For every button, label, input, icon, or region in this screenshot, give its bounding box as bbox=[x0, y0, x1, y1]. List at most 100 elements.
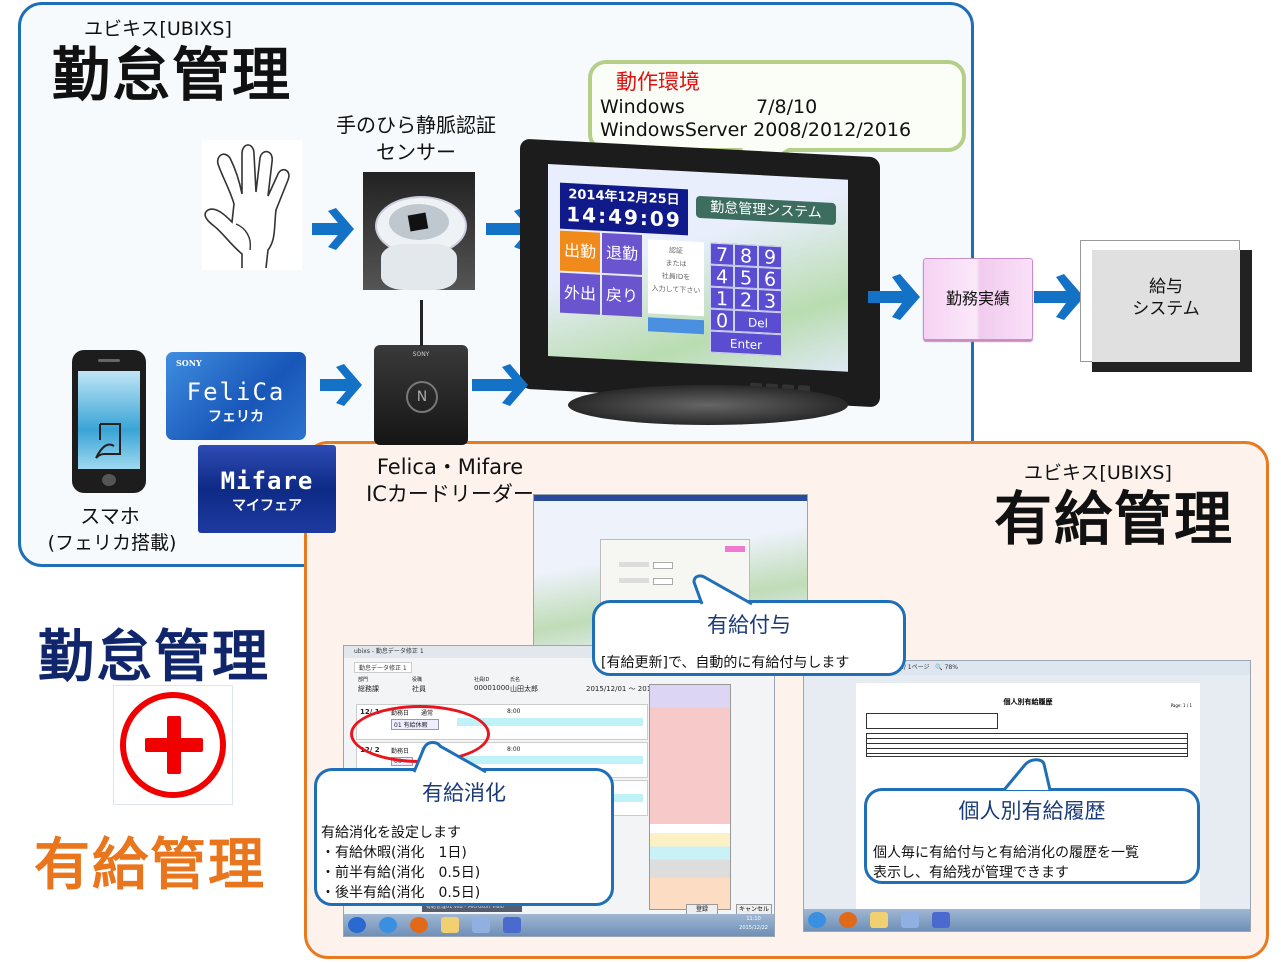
report-page-indicator: 1/ 1ページ bbox=[900, 664, 930, 671]
keypad-key-7[interactable]: 7 bbox=[710, 242, 734, 266]
visio-icon[interactable] bbox=[932, 912, 951, 928]
keypad-key-del[interactable]: Del bbox=[734, 309, 782, 335]
firefox-icon[interactable] bbox=[410, 917, 429, 933]
felica-kana: フェリカ bbox=[208, 409, 264, 425]
grant-update-button[interactable] bbox=[725, 546, 745, 552]
period-value: 2015/12/01 ～ 2015/12/31 bbox=[586, 685, 679, 693]
reader-cable bbox=[420, 300, 423, 346]
go-out-button[interactable]: 外出 bbox=[560, 272, 600, 315]
history-callout: 個人別有給履歴 個人毎に有給付与と有給消化の履歴を一覧 表示し、有給残が管理でき… bbox=[864, 788, 1200, 884]
reader-label-line2: ICカードリーダー bbox=[366, 482, 534, 506]
position-value: 社員 bbox=[412, 685, 426, 693]
return-button[interactable]: 戻り bbox=[602, 274, 642, 317]
report-toolbar: 1/ 1ページ 🔍 78% bbox=[804, 661, 1250, 675]
row-planned-hours: 8:00 bbox=[507, 708, 521, 715]
arrow-icon bbox=[1034, 274, 1084, 320]
row-planned-hours: 8:00 bbox=[507, 746, 521, 753]
palm-vein-sensor-image bbox=[363, 172, 475, 290]
reader-brand: SONY bbox=[412, 351, 430, 358]
history-callout-title: 個人別有給履歴 bbox=[958, 799, 1106, 823]
smartphone-icon bbox=[72, 350, 146, 493]
report-zoom-icon[interactable]: 🔍 bbox=[935, 664, 943, 671]
terminal-stand bbox=[568, 385, 848, 425]
window-titlebar bbox=[534, 495, 807, 501]
mifare-kana: マイフェア bbox=[232, 498, 302, 514]
nfc-icon: N bbox=[406, 381, 438, 413]
attendance-record-book: 勤務実績 bbox=[923, 258, 1033, 340]
app-icon[interactable] bbox=[901, 912, 920, 928]
dept-value: 総務課 bbox=[358, 685, 379, 693]
folder-icon[interactable] bbox=[870, 912, 889, 928]
arrow-icon bbox=[312, 208, 354, 250]
start-icon[interactable] bbox=[348, 917, 366, 933]
arrow-icon bbox=[472, 364, 528, 406]
keypad-key-2[interactable]: 2 bbox=[734, 287, 758, 312]
env-os: Windows bbox=[600, 96, 685, 118]
attendance-terminal: 2014年12月25日 14:49:09 勤怠管理システム 出勤 退勤 外出 戻… bbox=[520, 138, 880, 408]
keypad-key-1[interactable]: 1 bbox=[710, 286, 734, 310]
arrow-icon bbox=[320, 364, 362, 406]
consume-item: ・前半有給(消化 0.5日) bbox=[321, 865, 481, 881]
palm-sensor-label-line2: センサー bbox=[376, 140, 456, 164]
summary-table bbox=[649, 684, 731, 910]
consume-callout-text: 有給消化を設定します ・有給休暇(消化 1日) ・前半有給(消化 0.5日) ・… bbox=[321, 823, 480, 903]
name-label: 氏名 bbox=[510, 677, 521, 683]
dept-label: 部門 bbox=[358, 677, 369, 683]
palm-sensor-label: 手のひら静脈認証 センサー bbox=[316, 112, 516, 166]
kintai-subtitle: ユビキス[UBIXS] bbox=[84, 18, 232, 40]
felica-brand: SONY bbox=[176, 358, 202, 368]
ie-icon[interactable] bbox=[808, 912, 826, 928]
emp-id-value: 00001000 bbox=[474, 684, 510, 692]
data-edit-tab[interactable]: 勤怠データ修正 1 bbox=[354, 662, 412, 673]
keypad-key-enter[interactable]: Enter bbox=[710, 330, 782, 357]
report-zoom[interactable]: 78% bbox=[944, 664, 958, 671]
payroll-label-line2: システム bbox=[1132, 299, 1200, 319]
history-text-line1: 個人毎に有給付与と有給消化の履歴を一覧 bbox=[873, 845, 1139, 861]
clock-out-button[interactable]: 退勤 bbox=[602, 232, 642, 275]
folder-icon[interactable] bbox=[441, 917, 460, 933]
mifare-name: Mifare bbox=[220, 467, 314, 495]
visio-icon[interactable] bbox=[503, 917, 522, 933]
ie-icon[interactable] bbox=[379, 917, 398, 933]
keypad-key-6[interactable]: 6 bbox=[758, 267, 782, 291]
terminal-input-field[interactable] bbox=[648, 317, 704, 335]
clock-in-button[interactable]: 出勤 bbox=[560, 230, 600, 273]
name-value: 山田太郎 bbox=[510, 685, 538, 693]
taskbar-preview[interactable]: 有給管理01.vsd - Microsoft Visio bbox=[422, 902, 522, 912]
keypad-key-3[interactable]: 3 bbox=[758, 289, 782, 313]
row-time-fields[interactable] bbox=[457, 718, 643, 726]
grant-callout: 有給付与 [有給更新]で、自動的に有給付与します bbox=[592, 600, 906, 676]
attendance-record-label: 勤務実績 bbox=[945, 289, 1010, 308]
history-callout-text: 個人毎に有給付与と有給消化の履歴を一覧 表示し、有給残が管理できます bbox=[873, 843, 1139, 883]
keypad-key-9[interactable]: 9 bbox=[758, 245, 782, 269]
row-date: 12/ 1 bbox=[360, 708, 380, 716]
row-time-fields[interactable] bbox=[457, 756, 643, 764]
terminal-prompt: 認証 または 社員IDを 入力して下さい bbox=[648, 239, 704, 317]
keypad-key-8[interactable]: 8 bbox=[734, 243, 758, 268]
terminal-clock: 2014年12月25日 14:49:09 bbox=[560, 182, 688, 236]
env-versions: 2008/2012/2016 bbox=[753, 119, 912, 141]
palm-hand-icon bbox=[202, 140, 302, 270]
consume-callout: 有給消化 有給消化を設定します ・有給休暇(消化 1日) ・前半有給(消化 0.… bbox=[314, 768, 614, 906]
history-text-line2: 表示し、有給残が管理できます bbox=[873, 865, 1069, 881]
environment-heading: 動作環境 bbox=[616, 70, 700, 94]
payroll-label-line1: 給与 bbox=[1149, 277, 1183, 297]
keypad-key-0[interactable]: 0 bbox=[710, 308, 734, 332]
keypad-key-4[interactable]: 4 bbox=[710, 264, 734, 288]
report-page-info: Page: 1 / 1 bbox=[1170, 703, 1192, 708]
palm-sensor-label-line1: 手のひら静脈認証 bbox=[336, 113, 496, 137]
windows-taskbar bbox=[804, 909, 1250, 931]
ic-card-reader: SONY N bbox=[374, 345, 468, 445]
app-icon[interactable] bbox=[472, 917, 491, 933]
report-title: 個人別有給履歴 bbox=[1003, 698, 1053, 706]
position-label: 役職 bbox=[412, 677, 423, 683]
prompt-line: 入力して下さい bbox=[651, 284, 701, 296]
firefox-icon[interactable] bbox=[839, 912, 858, 928]
emp-id-label: 社員ID bbox=[474, 677, 490, 683]
keypad-key-5[interactable]: 5 bbox=[734, 265, 758, 290]
